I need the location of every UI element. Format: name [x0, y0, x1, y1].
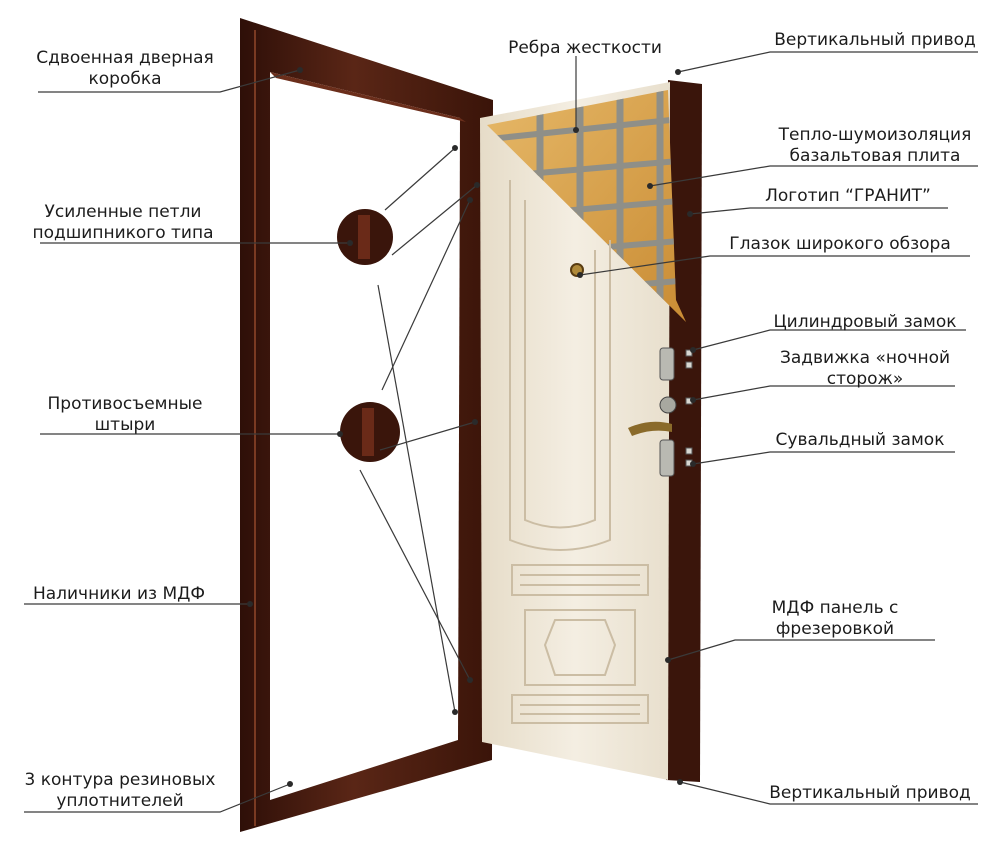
leader-dot-logo	[687, 211, 693, 217]
leader-drive-top	[677, 51, 978, 73]
leader-cylinder	[692, 329, 966, 351]
label-vertical-drive-bottom: Вертикальный привод	[769, 783, 971, 803]
leader-peephole	[579, 255, 970, 276]
cylinder-lock-plate	[659, 347, 675, 381]
leader-pins-d	[359, 469, 471, 681]
leader-seals	[24, 783, 291, 813]
leader-insulation	[649, 165, 978, 187]
panel-milling	[509, 180, 649, 724]
pin-detail-body	[362, 408, 374, 456]
leader-dot-latch	[690, 397, 696, 403]
leader-dot-hinges-a	[452, 145, 458, 151]
leader-logo	[689, 207, 948, 215]
leader-dot-mdf-trims	[247, 601, 253, 607]
leader-hinges-b	[391, 184, 478, 256]
leader-dot-drive-bottom	[677, 779, 683, 785]
leader-dot-pins-d	[467, 677, 473, 683]
leader-hinges-a	[384, 147, 456, 211]
lever-lock-plate	[659, 439, 675, 477]
label-vertical-drive-top: Вертикальный привод	[774, 30, 976, 50]
label-night-latch: Задвижка «ночной сторож»	[779, 348, 951, 389]
leader-dot-mdf-panel	[665, 657, 671, 663]
label-peephole: Глазок широкого обзора	[729, 234, 951, 254]
leader-dot-peephole	[577, 272, 583, 278]
hinge-detail-body	[358, 215, 370, 259]
leader-dot-pins-a	[472, 419, 478, 425]
leader-double-frame	[38, 69, 301, 93]
leader-lever	[692, 451, 955, 465]
leader-mdf-panel	[667, 639, 935, 661]
leader-dot-seals	[287, 781, 293, 787]
label-cylinder-lock: Цилиндровый замок	[773, 312, 957, 332]
door-handle	[628, 421, 672, 436]
leader-lines	[24, 51, 978, 813]
leader-dot-pins-b	[452, 709, 458, 715]
leader-dot-pins-c	[467, 197, 473, 203]
label-logo: Логотип “ГРАНИТ”	[765, 186, 931, 206]
label-hinges: Усиленные петли подшипникого типа	[32, 202, 214, 243]
leader-pins-b	[377, 284, 456, 713]
leader-pins-a	[379, 421, 476, 451]
leader-dot-hinges	[347, 240, 353, 246]
leader-dot-lever	[690, 461, 696, 467]
leader-drive-bottom	[679, 781, 978, 805]
label-mdf-panel: МДФ панель с фрезеровкой	[771, 598, 899, 639]
frame-inner-lip	[270, 72, 466, 122]
leader-dot-double-frame	[297, 67, 303, 73]
leader-dot-ribs	[573, 127, 579, 133]
label-mdf-trims: Наличники из МДФ	[32, 584, 206, 604]
leader-latch	[692, 385, 955, 401]
door-leaf	[480, 80, 702, 782]
night-latch-knob	[659, 396, 677, 414]
leader-dot-insulation	[647, 183, 653, 189]
leader-pins-c	[381, 199, 471, 391]
label-lever-lock: Сувальдный замок	[775, 430, 945, 450]
label-rubber-seals: 3 контура резиновых уплотнителей	[24, 770, 216, 811]
label-insulation: Тепло-шумоизоляция базальтовая плита	[778, 125, 972, 166]
door-edge	[666, 80, 702, 782]
leader-dot-drive-top	[675, 69, 681, 75]
leader-dots	[247, 67, 696, 787]
label-double-frame: Сдвоенная дверная коробка	[36, 48, 214, 89]
leader-dot-hinges-b	[474, 182, 480, 188]
leader-dot-cylinder	[690, 347, 696, 353]
leader-dot-pins	[337, 431, 343, 437]
label-stiffening-ribs: Ребра жесткости	[508, 38, 662, 58]
label-anti-removal-pins: Противосъемные штыри	[47, 394, 203, 435]
